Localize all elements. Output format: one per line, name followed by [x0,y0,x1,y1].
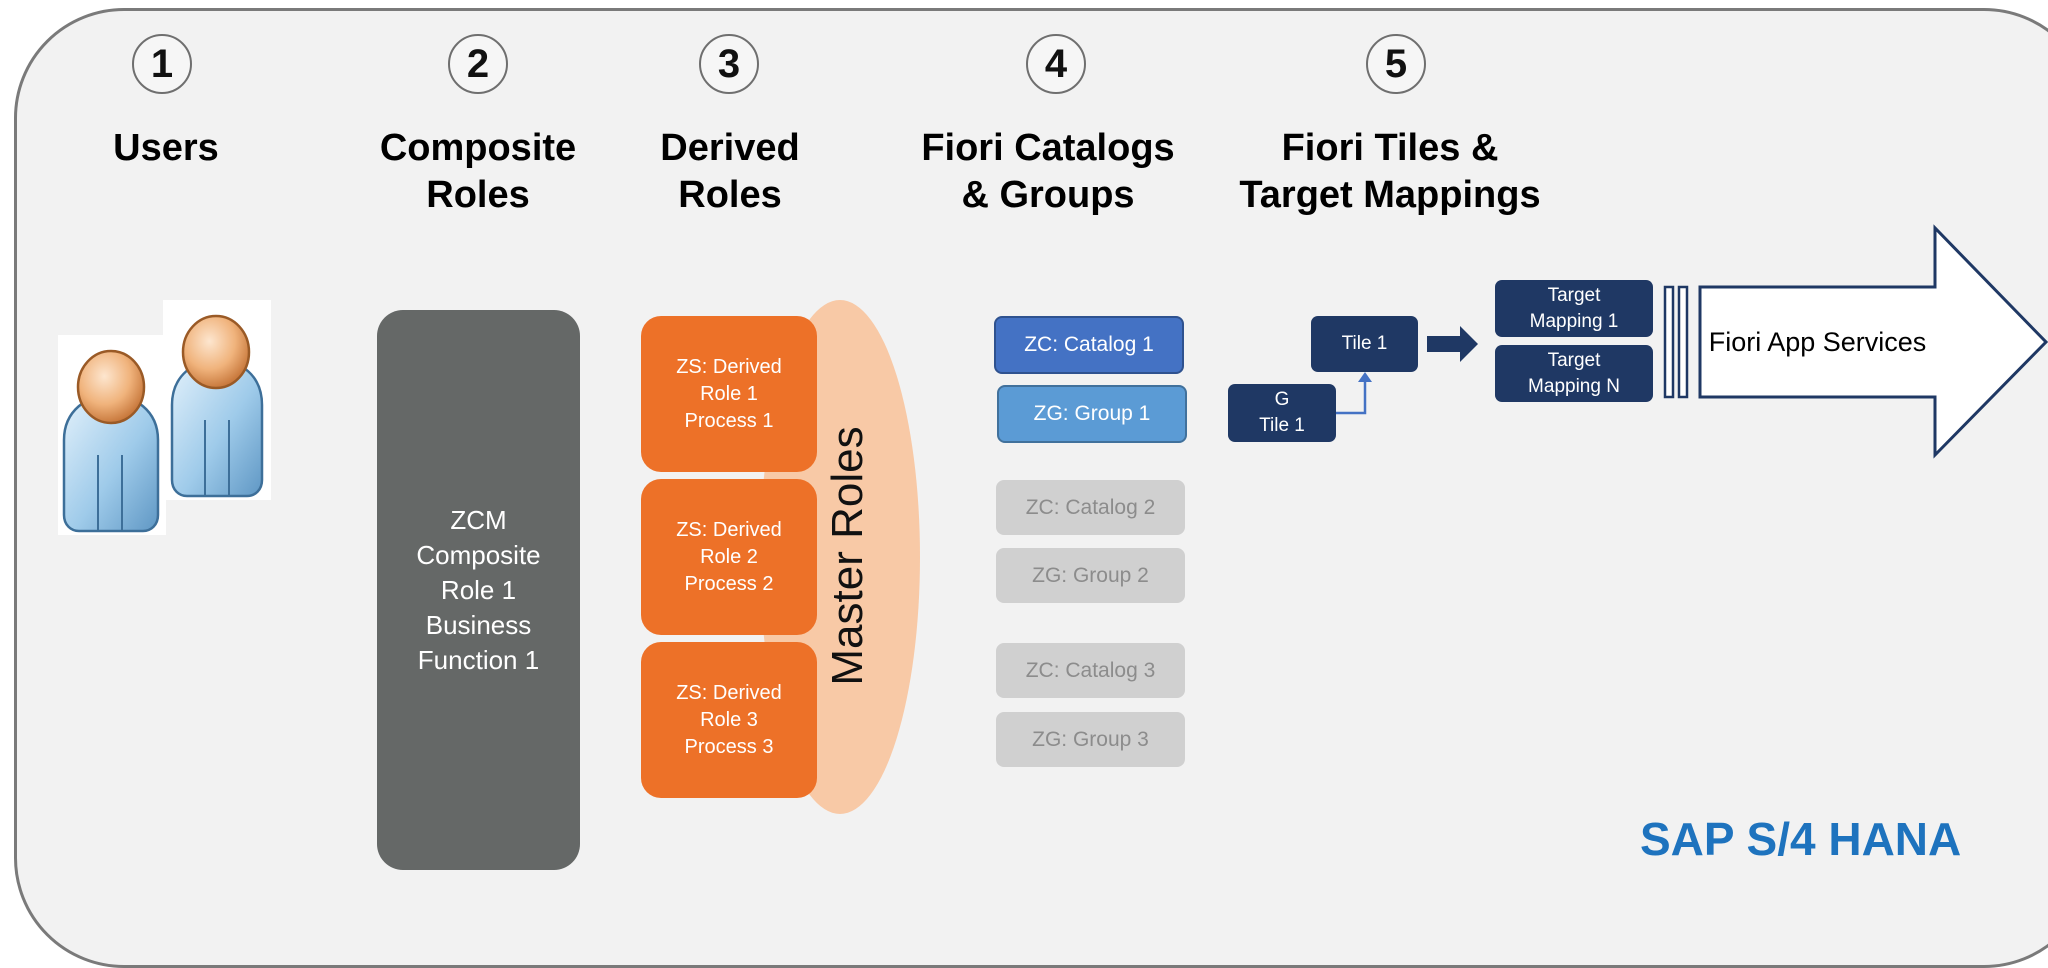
tile-1-box: Tile 1 [1311,316,1418,372]
fiori-app-services-label: Fiori App Services [1708,326,1927,357]
derived-role-2-line-1: ZS: Derived [676,518,782,541]
brand-label: SAP S/4 HANA [1640,813,1962,865]
heading-tiles-line1: Fiori Tiles & [1281,127,1499,169]
derived-role-1-line-2: Role 1 [700,382,758,405]
heading-derived-line2: Roles [678,174,782,216]
composite-line-1: ZCM [450,504,507,535]
catalog-2-box: ZC: Catalog 2 [996,480,1185,535]
heading-users: Users [66,125,266,172]
target-mapping-1-box: Target Mapping 1 [1495,280,1653,337]
group-1-box: ZG: Group 1 [997,385,1187,443]
group-2-box: ZG: Group 2 [996,548,1185,603]
step-4-badge: 4 [1026,34,1086,94]
group-tile-box: G Tile 1 [1228,384,1336,442]
heading-composite-line1: Composite [379,127,577,169]
derived-role-3-line-3: Process 3 [684,735,774,758]
composite-line-4: Business [425,609,532,640]
derived-role-2-line-3: Process 2 [684,572,774,595]
heading-derived-line1: Derived [660,127,800,169]
heading-tiles-line2: Target Mappings [1239,174,1541,216]
heading-catalogs-line1: Fiori Catalogs [921,127,1175,169]
derived-role-3-line-1: ZS: Derived [676,681,782,704]
group-tile-line-2: Tile 1 [1259,415,1305,436]
heading-composite-roles: Composite Roles [358,125,598,219]
catalog-1-box: ZC: Catalog 1 [994,316,1184,374]
step-1-badge: 1 [132,34,192,94]
heading-composite-line2: Roles [426,174,530,216]
heading-fiori-tiles: Fiori Tiles & Target Mappings [1220,125,1560,219]
derived-role-1: ZS: Derived Role 1 Process 1 [641,316,817,472]
group-3-box: ZG: Group 3 [996,712,1185,767]
target-mapping-n-line-2: Mapping N [1528,375,1620,397]
target-mapping-n-box: Target Mapping N [1495,345,1653,402]
group-tile-line-1: G [1274,389,1290,410]
derived-role-2: ZS: Derived Role 2 Process 2 [641,479,817,635]
composite-role-box: ZCM Composite Role 1 Business Function 1 [377,310,580,870]
heading-fiori-catalogs: Fiori Catalogs & Groups [898,125,1198,219]
composite-line-2: Composite [416,539,541,570]
composite-line-5: Function 1 [417,644,540,675]
step-2-badge: 2 [448,34,508,94]
target-mapping-1-line-2: Mapping 1 [1529,310,1619,332]
heading-catalogs-line2: & Groups [961,174,1135,216]
target-mapping-1-line-1: Target [1547,284,1601,306]
heading-users-line1: Users [113,127,219,169]
derived-role-3: ZS: Derived Role 3 Process 3 [641,642,817,798]
derived-role-1-line-3: Process 1 [684,409,774,432]
step-3-badge: 3 [699,34,759,94]
target-mapping-n-line-1: Target [1547,349,1601,371]
step-5-badge: 5 [1366,34,1426,94]
master-roles-label: Master Roles [823,426,872,686]
catalog-3-box: ZC: Catalog 3 [996,643,1185,698]
derived-role-2-line-2: Role 2 [700,545,758,568]
composite-line-3: Role 1 [440,574,517,605]
derived-role-1-line-1: ZS: Derived [676,355,782,378]
heading-derived-roles: Derived Roles [630,125,830,219]
derived-role-3-line-2: Role 3 [700,708,758,731]
